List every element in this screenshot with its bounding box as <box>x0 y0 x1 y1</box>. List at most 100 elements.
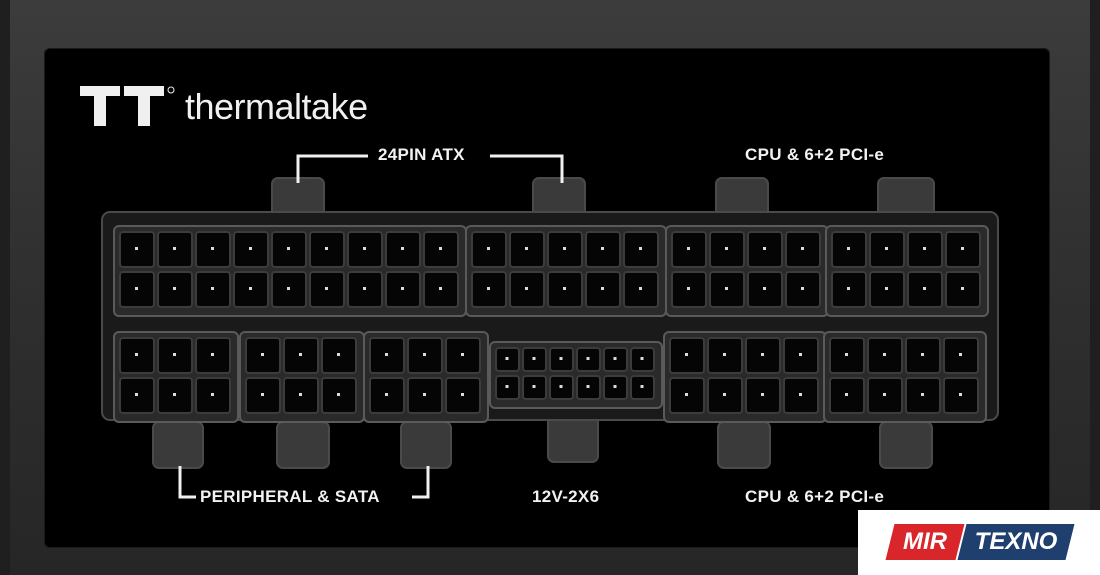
socket-24pin-aux-pin-contact <box>525 247 528 250</box>
brand-name: thermaltake <box>185 86 368 127</box>
socket-peripheral-1-pin-contact <box>211 353 214 356</box>
socket-peripheral-1-pin-contact <box>173 353 176 356</box>
socket-24pin-main-pin-contact <box>401 247 404 250</box>
socket-peripheral-3-pin-contact <box>423 393 426 396</box>
socket-cpu-pcie-bottom-2-pin-contact <box>921 353 924 356</box>
socket-cpu-pcie-top-2-pin-contact <box>885 287 888 290</box>
socket-24pin-main-pin-contact <box>401 287 404 290</box>
label-12v-2x6: 12V-2X6 <box>532 487 600 506</box>
latch-peripheral-b <box>276 421 330 469</box>
chassis-right-edge <box>1090 0 1100 575</box>
socket-24pin-main-pin-contact <box>135 287 138 290</box>
socket-24pin-main-pin-contact <box>439 247 442 250</box>
socket-24pin-aux-pin-contact <box>487 247 490 250</box>
socket-12v-2x6-pin-contact <box>640 385 644 388</box>
latch-peripheral-a <box>152 421 204 469</box>
leader-peripheral-right <box>412 466 430 499</box>
socket-peripheral-2-pin-contact <box>337 393 340 396</box>
socket-12v-2x6-pin-contact <box>532 357 536 360</box>
socket-peripheral-3-pin-contact <box>423 353 426 356</box>
socket-24pin-main-pin-contact <box>211 247 214 250</box>
socket-peripheral-2-pin-contact <box>261 393 264 396</box>
socket-cpu-pcie-bottom-1-pin-contact <box>723 353 726 356</box>
socket-12v-2x6-pin-contact <box>559 357 563 360</box>
socket-cpu-pcie-top-1-pin-contact <box>801 247 804 250</box>
socket-cpu-pcie-top-1-pin-contact <box>763 247 766 250</box>
socket-12v-2x6-pin-contact <box>532 385 536 388</box>
socket-cpu-pcie-bottom-1-pin-contact <box>799 393 802 396</box>
socket-24pin-aux-pin-contact <box>563 247 566 250</box>
socket-24pin-aux-pin-contact <box>563 287 566 290</box>
socket-12v-2x6-pin-contact <box>586 357 590 360</box>
socket-peripheral-1-pin-contact <box>135 393 138 396</box>
socket-peripheral-1-pin-contact <box>211 393 214 396</box>
socket-12v-2x6-pin-contact <box>559 385 563 388</box>
socket-cpu-pcie-top-2-pin-contact <box>923 247 926 250</box>
socket-peripheral-3-pin-contact <box>385 353 388 356</box>
socket-24pin-main-pin-contact <box>173 287 176 290</box>
socket-cpu-pcie-top-1-pin-contact <box>687 247 690 250</box>
socket-cpu-pcie-top-2-pin-contact <box>961 247 964 250</box>
thermaltake-tt-logo <box>80 86 175 126</box>
socket-24pin-main-pin-contact <box>211 287 214 290</box>
socket-24pin-main-pin-contact <box>363 287 366 290</box>
socket-cpu-pcie-bottom-2-pin-contact <box>959 393 962 396</box>
watermark-texno: TEXNO <box>957 524 1075 560</box>
socket-cpu-pcie-bottom-1-pin-contact <box>685 353 688 356</box>
socket-24pin-main-pin-contact <box>135 247 138 250</box>
socket-24pin-aux-pin-contact <box>525 287 528 290</box>
socket-cpu-pcie-bottom-1-pin-contact <box>761 353 764 356</box>
socket-cpu-pcie-top-1-pin-contact <box>725 287 728 290</box>
latch-peripheral-c <box>400 421 452 469</box>
socket-24pin-aux-pin-contact <box>601 287 604 290</box>
socket-peripheral-3-pin-contact <box>385 393 388 396</box>
socket-cpu-pcie-bottom-2-pin-contact <box>959 353 962 356</box>
socket-24pin-main-pin-contact <box>363 247 366 250</box>
socket-12v-2x6-pin-contact <box>613 385 617 388</box>
socket-cpu-pcie-bottom-1-pin-contact <box>761 393 764 396</box>
socket-cpu-pcie-bottom-2-pin-contact <box>845 353 848 356</box>
socket-cpu-pcie-bottom-1-pin-contact <box>685 393 688 396</box>
socket-24pin-main-pin-contact <box>325 247 328 250</box>
socket-cpu-pcie-top-1-pin-contact <box>725 247 728 250</box>
socket-12v-2x6-pin-contact <box>613 357 617 360</box>
socket-cpu-pcie-bottom-1-pin-contact <box>723 393 726 396</box>
socket-peripheral-2-pin-contact <box>337 353 340 356</box>
socket-peripheral-3-pin-contact <box>461 353 464 356</box>
latch-cpu-bottom-b <box>879 421 933 469</box>
socket-cpu-pcie-bottom-1-pin-contact <box>799 353 802 356</box>
watermark: MIR TEXNO <box>858 510 1100 575</box>
label-cpu-pcie-bottom: CPU & 6+2 PCI-e <box>745 487 885 506</box>
socket-24pin-main-pin-contact <box>173 247 176 250</box>
socket-peripheral-2-pin-contact <box>299 353 302 356</box>
chassis-left-edge <box>0 0 10 575</box>
socket-cpu-pcie-top-2-pin-contact <box>961 287 964 290</box>
label-cpu-pcie-top: CPU & 6+2 PCI-e <box>745 145 885 164</box>
socket-24pin-main-pin-contact <box>249 287 252 290</box>
socket-24pin-aux-pin-contact <box>639 247 642 250</box>
label-24pin-atx: 24PIN ATX <box>378 145 465 164</box>
socket-24pin-main-pin-contact <box>325 287 328 290</box>
socket-12v-2x6-pin-contact <box>505 357 509 360</box>
socket-12v-2x6-pin-contact <box>586 385 590 388</box>
socket-cpu-pcie-top-1-pin-contact <box>687 287 690 290</box>
socket-24pin-main-pin-contact <box>287 247 290 250</box>
socket-cpu-pcie-bottom-2-pin-contact <box>883 353 886 356</box>
socket-24pin-main-pin-contact <box>287 287 290 290</box>
latch-cpu-bottom-a <box>717 421 771 469</box>
socket-cpu-pcie-bottom-2-pin-contact <box>845 393 848 396</box>
socket-cpu-pcie-top-2-pin-contact <box>885 247 888 250</box>
label-peripheral-sata: PERIPHERAL & SATA <box>200 487 380 506</box>
watermark-mir: MIR <box>885 524 965 560</box>
socket-12v-2x6-pin-contact <box>505 385 509 388</box>
socket-cpu-pcie-top-1-pin-contact <box>763 287 766 290</box>
leader-24pin-right <box>490 154 564 183</box>
socket-cpu-pcie-top-2-pin-contact <box>847 247 850 250</box>
socket-peripheral-2-pin-contact <box>299 393 302 396</box>
socket-peripheral-2-pin-contact <box>261 353 264 356</box>
socket-peripheral-3-pin-contact <box>461 393 464 396</box>
socket-cpu-pcie-top-2-pin-contact <box>847 287 850 290</box>
socket-12v-2x6-pin-contact <box>640 357 644 360</box>
leader-peripheral-left <box>178 466 196 499</box>
